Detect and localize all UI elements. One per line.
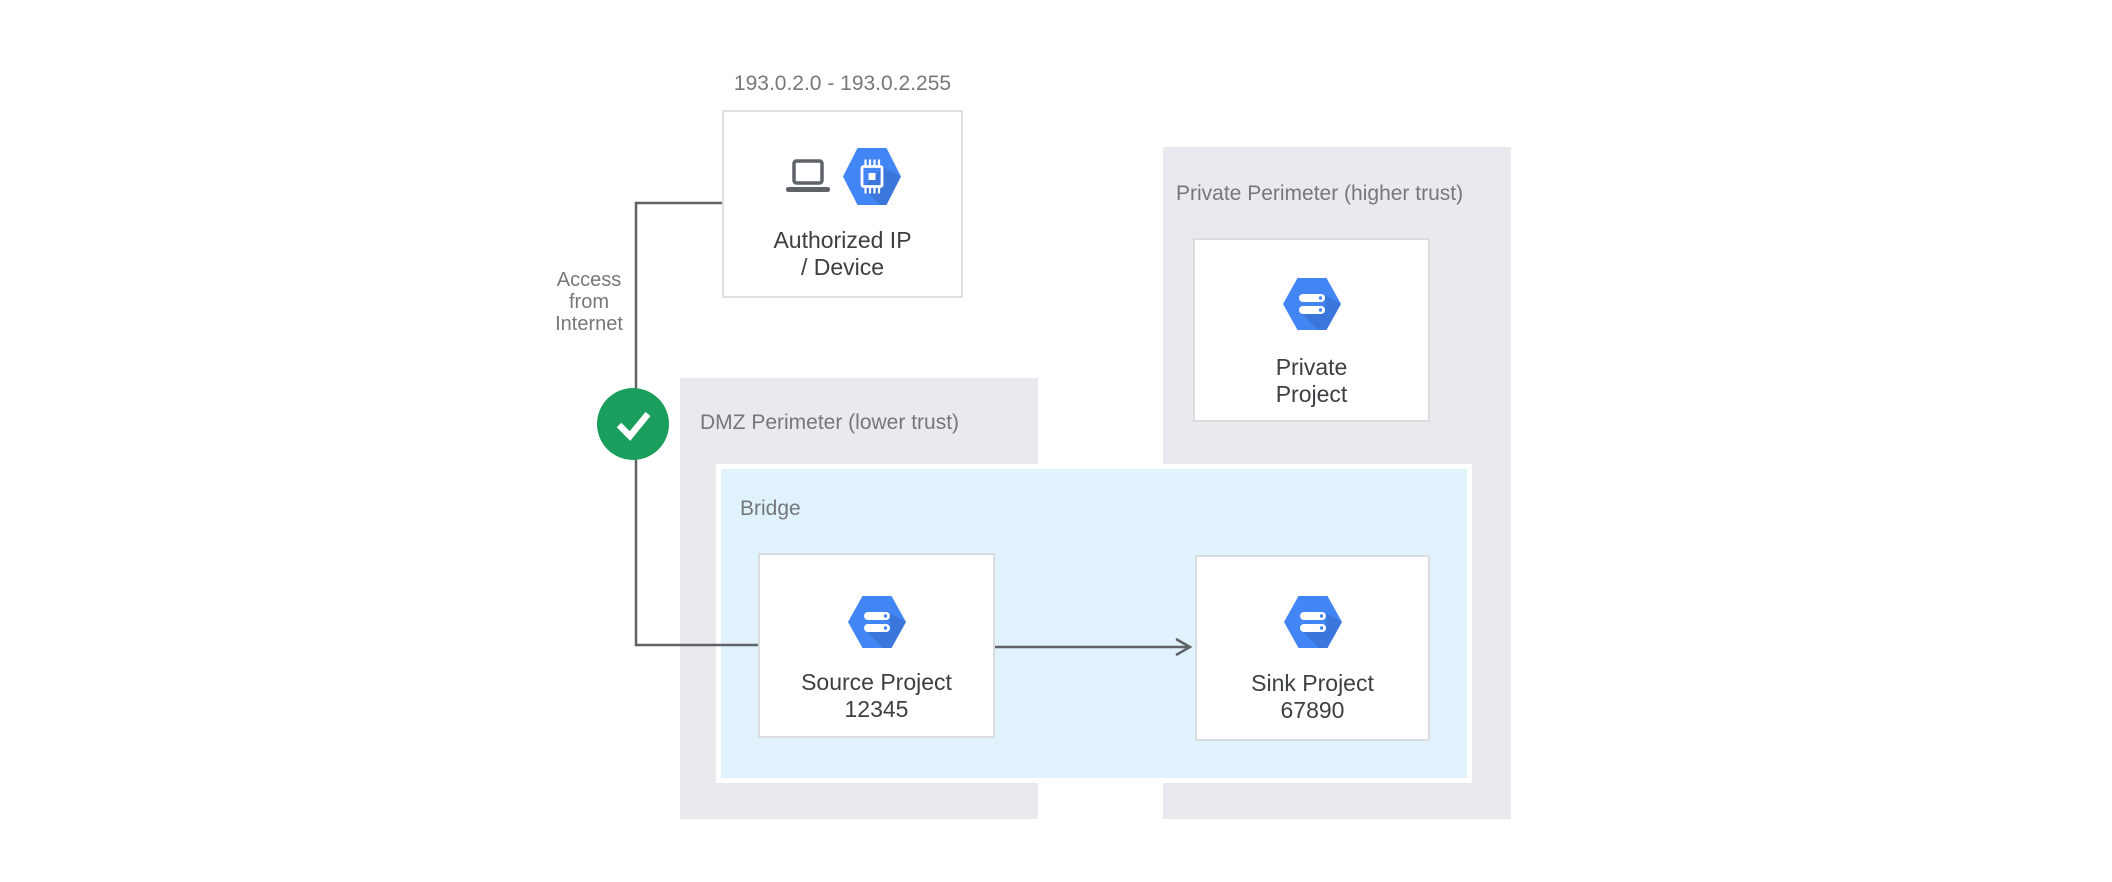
check-circle-icon xyxy=(597,388,669,460)
authorized-title-line2: / Device xyxy=(800,254,885,280)
access-label-line3: Internet xyxy=(555,313,623,335)
private-project-title-line1: Private xyxy=(1275,354,1348,380)
compute-engine-hexagon-icon xyxy=(842,148,901,205)
node-private-project: Private Project xyxy=(1193,238,1430,422)
private-project-title-line2: Project xyxy=(1275,381,1348,407)
access-label-line2: from xyxy=(569,291,609,313)
node-source-project: Source Project 12345 xyxy=(758,553,995,738)
sink-title-line2: 67890 xyxy=(1280,697,1345,723)
authorized-node-title: Authorized IP / Device xyxy=(773,227,911,281)
access-label-line1: Access xyxy=(556,269,622,291)
source-title-line2: 12345 xyxy=(844,696,909,722)
bridge-label: Bridge xyxy=(740,497,801,520)
private-project-node-title: Private Project xyxy=(1276,354,1348,408)
sink-node-title: Sink Project 67890 xyxy=(1251,670,1374,724)
authorized-title-line1: Authorized IP xyxy=(773,227,912,253)
sink-title-line1: Sink Project xyxy=(1251,670,1374,696)
private-perimeter-label: Private Perimeter (higher trust) xyxy=(1176,182,1464,205)
source-node-title: Source Project 12345 xyxy=(801,669,952,723)
laptop-icon xyxy=(785,158,830,192)
node-sink-project: Sink Project 67890 xyxy=(1195,555,1430,741)
cloud-project-hexagon-icon xyxy=(1282,278,1341,330)
authorized-icons xyxy=(785,148,901,205)
cloud-project-hexagon-icon xyxy=(847,596,906,648)
ip-range-label: 193.0.2.0 - 193.0.2.255 xyxy=(733,72,952,95)
cloud-project-hexagon-icon xyxy=(1283,596,1342,648)
node-authorized-ip-device: Authorized IP / Device xyxy=(722,110,963,298)
access-from-internet-label: Access from Internet xyxy=(545,269,633,335)
dmz-perimeter-label: DMZ Perimeter (lower trust) xyxy=(700,411,960,434)
source-title-line1: Source Project xyxy=(801,669,952,695)
